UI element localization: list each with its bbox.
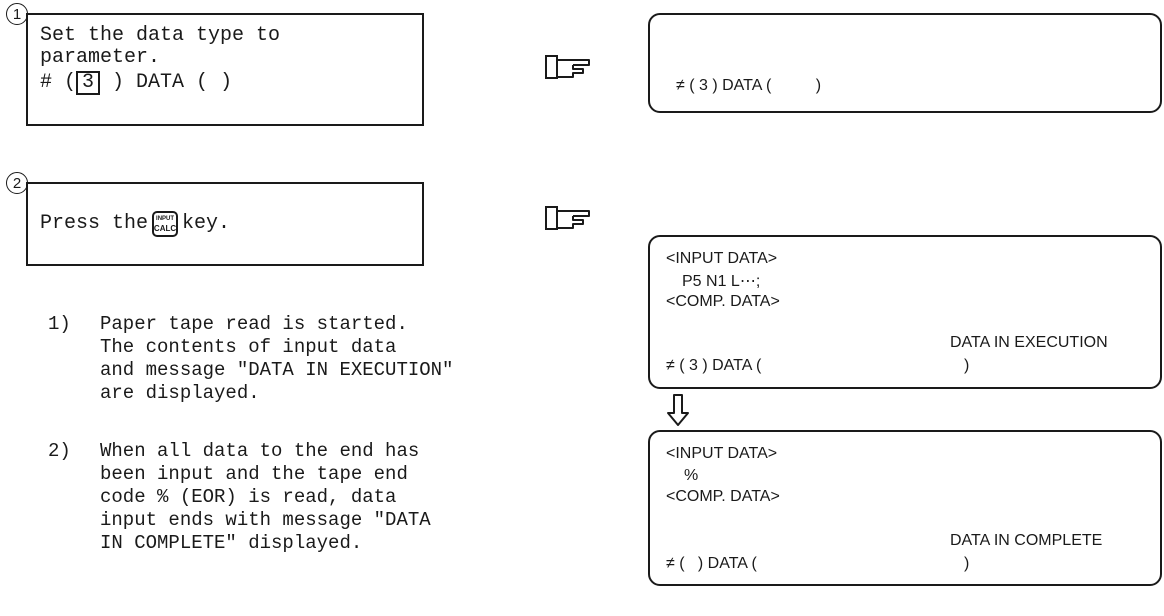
input-data-content: P5 N1 L⋯;: [682, 273, 761, 290]
pointing-hand-icon: [545, 206, 590, 230]
key-bottom-label: CALC: [153, 224, 177, 233]
key-text: key.: [182, 212, 231, 235]
data-type-value: 3: [76, 71, 101, 95]
note-1-line-2: The contents of input data: [100, 336, 397, 358]
comp-data-heading: <COMP. DATA>: [666, 293, 780, 310]
step-1-instruction-box: Set the data type to parameter. # (3 ) D…: [26, 13, 424, 126]
note-2-line-1: When all data to the end has: [100, 440, 420, 462]
input-data-heading: <INPUT DATA>: [666, 250, 778, 267]
screen-command-right: ): [964, 357, 970, 374]
step-2-instruction-box: Press the INPUT CALC key.: [26, 182, 424, 266]
screen-command-line: ≠ ( 3 ) DATA ( ): [676, 77, 822, 94]
screen-command-left: ≠ ( 3 ) DATA (: [666, 357, 762, 374]
note-2-line-4: input ends with message "DATA: [100, 509, 431, 531]
press-text: Press the: [40, 212, 149, 235]
key-top-label: INPUT: [156, 216, 175, 222]
step-number-1: 1: [6, 3, 28, 25]
command-suffix: ) DATA ( ): [112, 71, 233, 94]
status-message: DATA IN COMPLETE: [950, 532, 1103, 549]
note-2-line-3: code % (EOR) is read, data: [100, 486, 397, 508]
input-data-content: %: [684, 467, 699, 484]
display-screen-execution: <INPUT DATA> P5 N1 L⋯; <COMP. DATA> DATA…: [648, 235, 1162, 389]
input-calc-key-icon: INPUT CALC: [152, 211, 179, 237]
step-number-2: 2: [6, 172, 28, 194]
note-1-label: 1): [48, 313, 71, 335]
instruction-line-1: Set the data type to: [40, 24, 281, 47]
note-2-line-2: been input and the tape end: [100, 463, 408, 485]
pointing-hand-icon: [545, 55, 590, 79]
display-screen-complete: <INPUT DATA> % <COMP. DATA> DATA IN COMP…: [648, 430, 1162, 586]
note-2-label: 2): [48, 440, 71, 462]
note-2-line-5: IN COMPLETE" displayed.: [100, 532, 363, 554]
display-screen-step-1: ≠ ( 3 ) DATA ( ): [648, 13, 1162, 113]
command-prefix: # (: [40, 71, 77, 94]
note-1-line-3: and message "DATA IN EXECUTION": [100, 359, 454, 381]
down-arrow-icon: [667, 394, 689, 426]
command-line: # (3 ) DATA ( ): [40, 71, 410, 95]
comp-data-heading: <COMP. DATA>: [666, 488, 780, 505]
input-data-heading: <INPUT DATA>: [666, 445, 778, 462]
status-message: DATA IN EXECUTION: [950, 334, 1108, 351]
screen-command-right: ): [964, 555, 970, 572]
note-1-line-1: Paper tape read is started.: [100, 313, 408, 335]
screen-command-left: ≠ ( ) DATA (: [666, 555, 757, 572]
instruction-line-2: parameter.: [40, 46, 161, 69]
note-1-line-4: are displayed.: [100, 382, 260, 404]
